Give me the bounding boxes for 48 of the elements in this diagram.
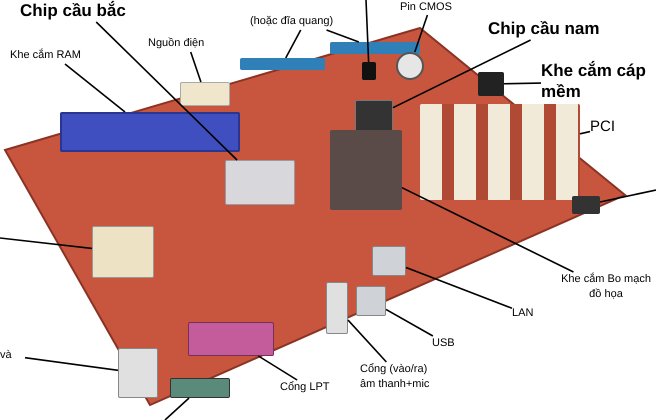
part-label: PCI [590,117,616,136]
audio-jacks [326,282,348,334]
floppy-connector [478,72,504,96]
part-label: Khe cắm RAM [10,48,82,63]
part-label: Cổng LPT [280,380,331,395]
leader-line [406,266,512,309]
part-label: Pin CMOS [400,0,453,15]
leader-line [326,29,360,43]
part-label: Chip cầu bắc [20,0,127,21]
ps2-port [118,348,158,398]
lpt-port [188,322,274,356]
lan-port [372,246,406,276]
leader-line [402,186,574,273]
leader-line [580,130,590,135]
leader-line [365,0,370,62]
cpu-socket [92,226,154,278]
part-label: và [0,348,13,363]
part-label: Khe cắm cáp mềm [541,60,647,102]
part-label: LAN [512,306,534,321]
power-connector [180,82,230,106]
ide-connector [240,58,325,70]
part-label: Cổng (vào/ra) âm thanh+mic [360,362,430,392]
ide-connector [330,42,420,54]
leader-line [0,237,92,250]
leader-line [392,39,531,108]
part-label: Nguồn điện [148,36,206,51]
pci-slots [420,104,580,200]
chip [572,196,600,214]
leader-line [258,355,298,381]
part-label: USB [432,336,456,351]
part-label: (hoặc đĩa quang) [250,14,334,29]
leader-line [24,356,118,372]
leader-line [504,82,542,85]
jumper [362,62,376,80]
ram-slots [60,112,240,152]
com-port [170,378,230,398]
leader-line [386,308,434,337]
agp-slot [330,130,402,210]
leader-line [600,189,656,203]
part-label: Chip cầu nam [488,18,600,39]
part-label: Khe cắm Bo mạch đồ họa [560,272,652,302]
usb-port [356,286,386,316]
leader-line [285,30,302,58]
leader-line [190,52,202,82]
leader-line [164,397,190,420]
heatsink [225,160,295,205]
leader-line [64,63,126,113]
leader-line [96,21,238,161]
